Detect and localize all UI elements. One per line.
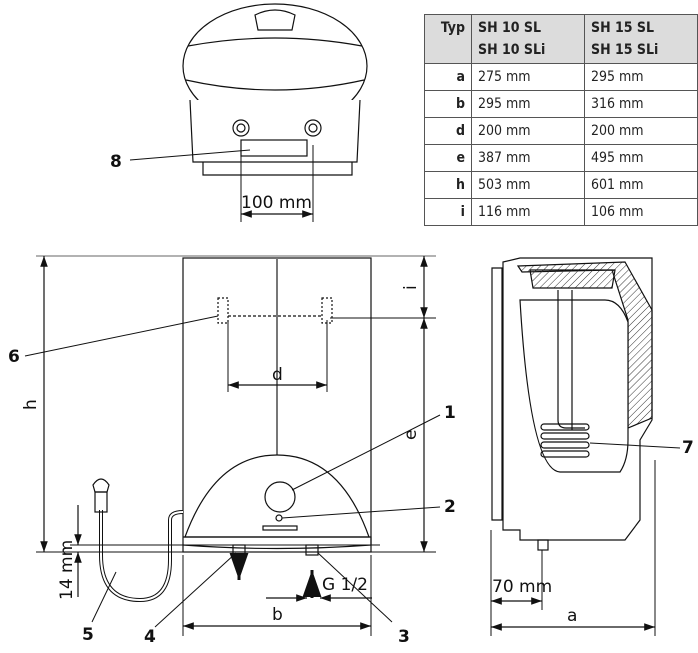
temperature-knob (264, 481, 296, 513)
callout-8: 8 (110, 152, 122, 172)
dim-h-label: h (21, 399, 41, 410)
row-value-sh10: 275 mm (471, 63, 585, 91)
front-view (24, 255, 441, 636)
callout-3-leader (317, 552, 393, 623)
row-key: e (424, 144, 472, 172)
header-sh10-line1: SH 10 SL (478, 20, 541, 36)
table-header-row: Typ SH 10 SL SH 10 SLi SH 15 SL SH 15 SLi (424, 14, 698, 64)
plug-body (94, 491, 108, 513)
dim-100mm-label: 100 mm (241, 193, 312, 213)
plug-head (92, 478, 110, 493)
mount-hole-left (217, 297, 229, 324)
dim-14mm-label: 14 mm (57, 540, 77, 600)
row-value-sh15: 106 mm (584, 198, 698, 226)
side-view (490, 257, 681, 636)
row-key: h (424, 171, 472, 199)
row-value-sh10: 387 mm (471, 144, 585, 172)
dim-70mm-label: 70 mm (492, 577, 552, 597)
header-typ: Typ (424, 14, 472, 64)
top-knob (254, 9, 296, 31)
top-view (129, 3, 368, 222)
callout-6-leader (24, 315, 219, 357)
dim-a-label: a (567, 606, 577, 626)
row-key: i (424, 198, 472, 226)
connector-left (232, 119, 250, 137)
row-key: a (424, 63, 472, 91)
row-key: b (424, 90, 472, 118)
tank-inner (519, 299, 629, 473)
callout-7-leader (589, 442, 681, 449)
header-sh15-line2: SH 15 SLi (591, 42, 659, 58)
dim-e-label: e (401, 430, 421, 440)
row-value-sh10: 200 mm (471, 117, 585, 145)
connector-right (304, 119, 322, 137)
row-value-sh10: 503 mm (471, 171, 585, 199)
heating-coil (540, 423, 590, 458)
callout-1-leader (291, 414, 441, 491)
callout-2-leader (281, 506, 441, 519)
callout-1: 1 (444, 403, 456, 423)
row-value-sh15: 200 mm (584, 117, 698, 145)
dim-i-label: i (401, 285, 421, 290)
callout-5: 5 (82, 625, 94, 645)
callout-3: 3 (398, 627, 410, 647)
callout-4-leader (154, 552, 237, 628)
row-value-sh15: 495 mm (584, 144, 698, 172)
row-key: d (424, 117, 472, 145)
row-value-sh15: 295 mm (584, 63, 698, 91)
row-value-sh15: 601 mm (584, 171, 698, 199)
header-sh15-line1: SH 15 SL (591, 20, 654, 36)
callout-4: 4 (144, 627, 156, 647)
control-cover (184, 454, 370, 538)
callout-6: 6 (8, 347, 20, 367)
callout-2: 2 (444, 497, 456, 517)
callout-7: 7 (682, 438, 694, 458)
header-sh10: SH 10 SL SH 10 SLi (471, 14, 585, 64)
callout-5-leader (91, 571, 117, 623)
header-sh10-line2: SH 10 SLi (478, 42, 546, 58)
row-value-sh15: 316 mm (584, 90, 698, 118)
side-fitting (537, 539, 549, 551)
thread-label: G 1/2 (322, 575, 368, 595)
row-value-sh10: 116 mm (471, 198, 585, 226)
callout-8-leader (129, 149, 251, 161)
row-value-sh10: 295 mm (471, 90, 585, 118)
header-sh15: SH 15 SL SH 15 SLi (584, 14, 698, 64)
dim-d-label: d (272, 365, 283, 385)
dim-b-label: b (272, 605, 283, 625)
